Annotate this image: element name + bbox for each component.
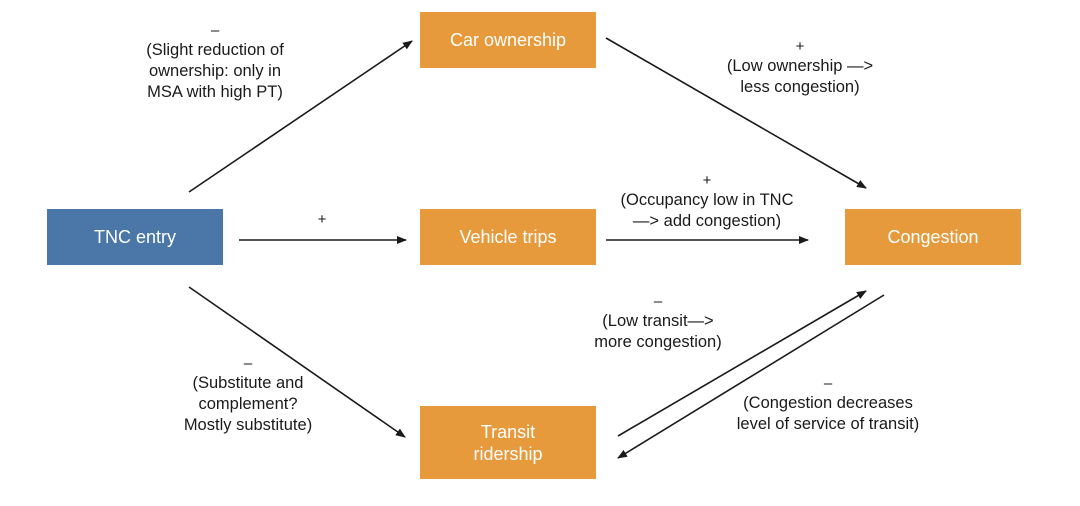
arrow-transit-to-congestion: [617, 290, 867, 437]
edge-sign: +: [317, 211, 327, 228]
edge-sign: –: [210, 22, 220, 39]
edge-text: (Low transit—> more congestion): [594, 312, 722, 351]
node-transit-ridership: Transit ridership: [420, 406, 596, 479]
arrow-congestion-to-transit: [617, 294, 885, 459]
edge-text: (Occupancy low in TNC —> add congestion): [620, 191, 794, 230]
edge-sign: –: [243, 355, 253, 372]
edge-label-trips-to-congestion: + (Occupancy low in TNC —> add congestio…: [592, 172, 822, 232]
arrow-car-ownership-to-congestion: [605, 37, 867, 189]
edge-sign: +: [702, 172, 712, 189]
node-congestion-label: Congestion: [887, 227, 979, 247]
edge-label-congestion-to-transit: – (Congestion decreases level of service…: [712, 375, 944, 435]
arrow-tnc-to-car-ownership: [188, 40, 413, 193]
edge-label-tnc-to-car: – (Slight reduction of ownership: only i…: [120, 22, 310, 103]
edge-text: (Slight reduction of ownership: only in …: [146, 41, 284, 101]
edge-text: (Low ownership —> less congestion): [726, 57, 874, 96]
edge-text: (Substitute and complement? Mostly subst…: [183, 374, 313, 434]
node-vehicle-trips-label: Vehicle trips: [459, 227, 557, 247]
edge-sign: –: [653, 293, 663, 310]
edge-label-tnc-to-transit: – (Substitute and complement? Mostly sub…: [150, 355, 346, 436]
edge-text: (Congestion decreases level of service o…: [736, 394, 920, 433]
arrow-tnc-to-transit-ridership: [188, 286, 406, 438]
edge-label-tnc-to-trips: +: [302, 211, 342, 229]
node-transit-ridership-label: Transit ridership: [473, 421, 543, 464]
edge-sign: +: [795, 38, 805, 55]
edge-sign: –: [823, 375, 833, 392]
node-tnc-entry-label: TNC entry: [93, 227, 176, 247]
node-car-ownership: Car ownership: [420, 12, 596, 68]
node-vehicle-trips: Vehicle trips: [420, 209, 596, 265]
node-tnc-entry: TNC entry: [47, 209, 223, 265]
edge-label-transit-to-congestion: – (Low transit—> more congestion): [558, 293, 758, 353]
node-car-ownership-label: Car ownership: [449, 30, 567, 50]
node-congestion: Congestion: [845, 209, 1021, 265]
edge-label-car-to-congestion: + (Low ownership —> less congestion): [690, 38, 910, 98]
